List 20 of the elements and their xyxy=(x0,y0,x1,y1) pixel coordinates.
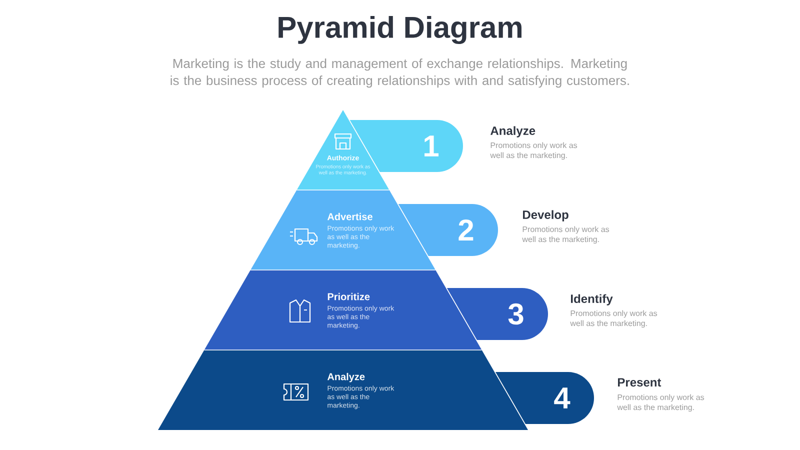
step-description: Promotions only work as well as the marketing. xyxy=(490,142,578,160)
number-tab: 4 xyxy=(495,372,594,424)
step-heading: Develop xyxy=(523,210,568,222)
node-label: Analyze xyxy=(327,372,365,382)
node-label: 2 xyxy=(458,220,474,240)
step-description: Promotions only work as well as the marketing. xyxy=(570,310,658,328)
step-heading: Present xyxy=(618,378,662,387)
number-tab: 2 xyxy=(398,204,498,256)
step-description: Promotions only work as well as the marketing. xyxy=(522,226,610,244)
step-heading: Analyze xyxy=(490,126,536,138)
node-label: 3 xyxy=(508,303,524,325)
number-tab: 3 xyxy=(446,288,548,340)
node-label: Advertise xyxy=(327,212,372,220)
node-label: Prioritize xyxy=(328,292,370,300)
node-label: 4 xyxy=(554,388,570,408)
step-description: Promotions only work as well as the marketing. xyxy=(617,394,704,412)
title: Pyramid Diagram xyxy=(278,16,522,44)
step-heading: Identify xyxy=(571,294,613,306)
node-label: 1 xyxy=(424,136,439,156)
subtitle: Marketing is the study and management of exchange relationships. Marketing is the business process of creating relationships with and satisfying customers. xyxy=(170,58,629,88)
